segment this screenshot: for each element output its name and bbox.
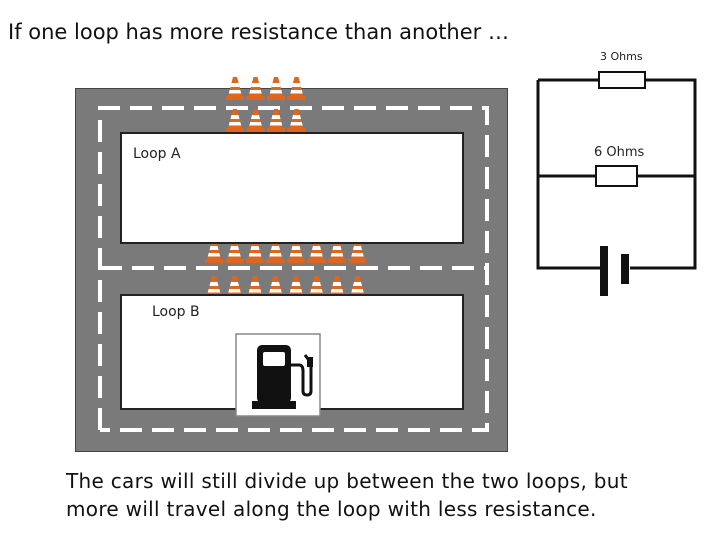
circuit-left-wire (536, 80, 603, 270)
traffic-cone (267, 109, 285, 132)
lane-markings (98, 106, 489, 432)
traffic-cone (266, 240, 285, 263)
caption-line-2: more will travel along the loop with les… (66, 497, 597, 521)
resistor-3-ohm (598, 71, 646, 89)
traffic-cone (226, 109, 244, 132)
resistor-bottom-label: 6 Ohms (594, 145, 645, 160)
loop-b-label: Loop B (152, 304, 200, 320)
battery-icon (600, 246, 629, 296)
circuit-right-wire (630, 78, 697, 270)
traffic-cone (348, 240, 367, 263)
resistor-top-label: 3 Ohms (600, 50, 643, 63)
traffic-cone (287, 240, 305, 263)
resistor-6-ohm (595, 165, 638, 187)
traffic-cone (267, 77, 285, 100)
traffic-cone (246, 77, 265, 100)
caption: The cars will still divide up between th… (66, 467, 628, 523)
traffic-cone (225, 240, 244, 263)
cones (205, 77, 367, 299)
traffic-cone (307, 240, 326, 263)
caption-line-1: The cars will still divide up between th… (66, 469, 628, 493)
slide-title: If one loop has more resistance than ano… (8, 20, 509, 44)
traffic-cone (246, 109, 265, 132)
traffic-cone (246, 240, 264, 263)
traffic-cone (226, 77, 244, 100)
traffic-cone (287, 109, 306, 132)
traffic-cone (328, 240, 346, 263)
loop-a-block (120, 132, 464, 244)
outer-lane-marking (98, 106, 489, 432)
fuel-pump-icon (235, 333, 321, 417)
loop-a-label: Loop A (133, 146, 181, 162)
traffic-cone (287, 77, 306, 100)
traffic-cone (205, 240, 223, 263)
